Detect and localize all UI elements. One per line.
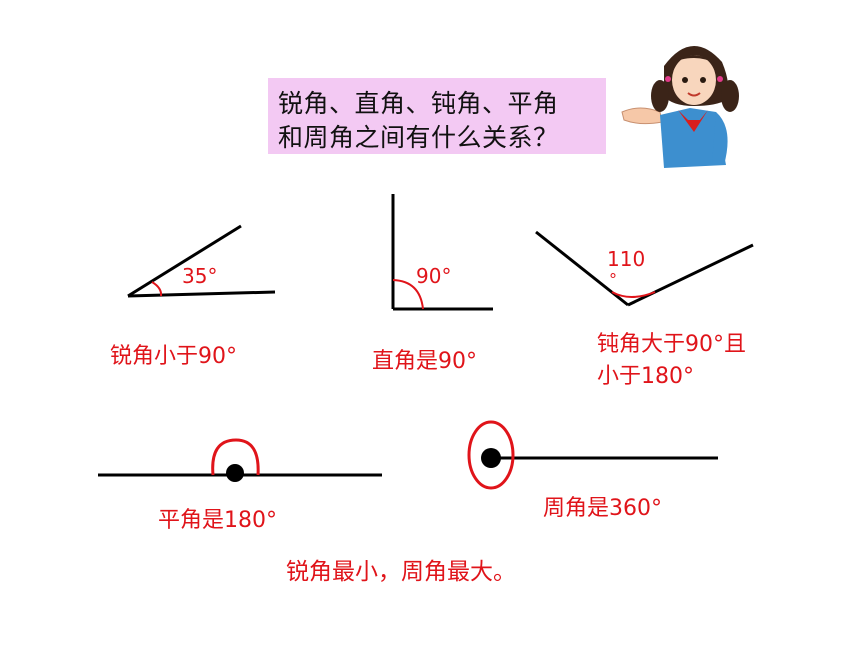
right-degree-label: 90° [416,264,452,288]
obtuse-degree-symbol: ° [609,270,617,289]
girl-illustration [621,45,739,168]
straight-caption: 平角是180° [158,508,277,533]
straight-angle [98,438,382,482]
acute-caption: 锐角小于90° [110,344,237,369]
right-caption: 直角是90° [372,349,477,374]
acute-degree-label: 35° [182,264,218,288]
question-box: 锐角、直角、钝角、平角 和周角之间有什么关系？ [268,78,606,154]
question-line-1: 锐角、直角、钝角、平角 [278,89,559,118]
obtuse-caption-line-1: 钝角大于90°且 [597,332,746,357]
question-line-2: 和周角之间有什么关系？ [278,123,559,152]
full-angle [467,420,718,490]
conclusion-text: 锐角最小，周角最大。 [286,559,516,585]
right-angle [391,194,493,311]
full-caption: 周角是360° [543,496,662,521]
obtuse-degree-label: 110 [607,247,646,271]
obtuse-caption-line-2: 小于180° [597,364,694,389]
obtuse-angle [535,230,754,307]
acute-angle [127,224,276,298]
